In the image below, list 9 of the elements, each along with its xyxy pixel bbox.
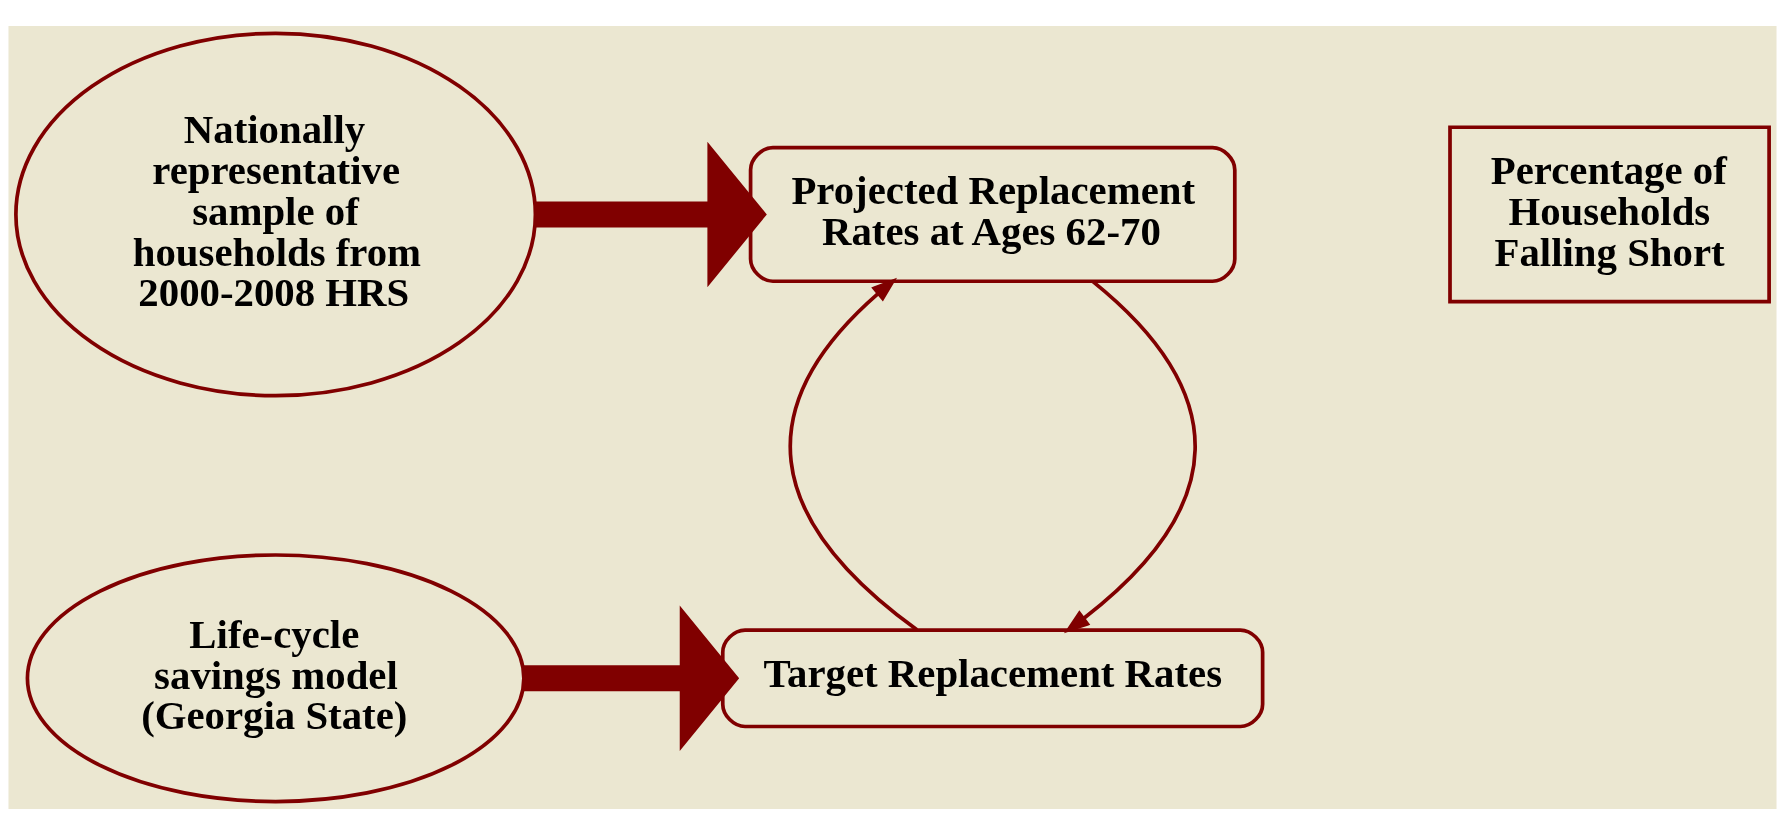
arrow [789,277,919,632]
node-box: Projected Replacement Rates at Ages 62-70 [748,145,1237,284]
node-ellipse: Nationally representative sample of households from 2000-2008 HRS [14,31,538,398]
arrow [535,141,767,288]
node-box: Target Replacement Rates [720,628,1265,729]
node-ellipse: Life-cycle savings model (Georgia State) [25,553,526,804]
node-box: Percentage of Households Falling Short [1448,125,1771,304]
arrow [1064,280,1197,634]
arrow [524,605,740,752]
